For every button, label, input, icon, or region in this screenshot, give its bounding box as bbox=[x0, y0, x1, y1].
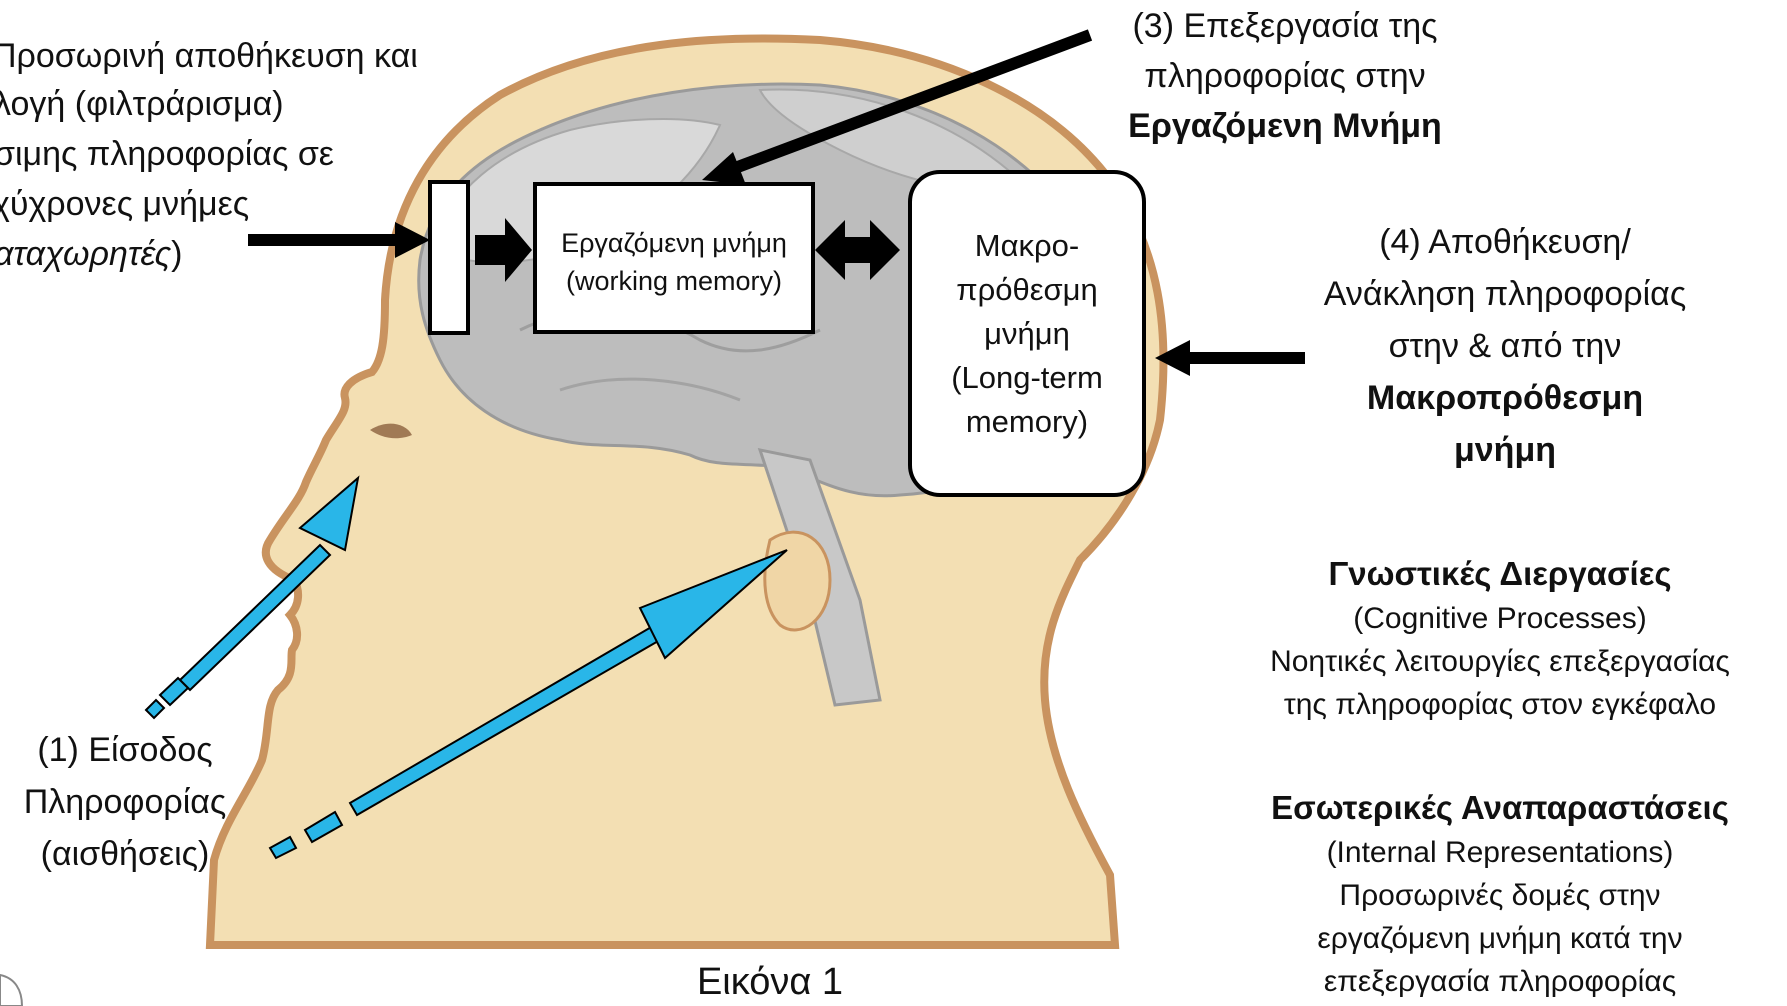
sensory-line-2: λογή (φιλτράρισμα) bbox=[0, 82, 284, 126]
sensory-line-1: Προσωρινή αποθήκευση και bbox=[0, 34, 418, 78]
step3-line-2: πληροφορίας στην bbox=[1095, 54, 1475, 98]
step1-line-3: (αισθήσεις) bbox=[0, 832, 250, 876]
sensory-line-4: χύχρονες μνήμες bbox=[0, 182, 249, 226]
sensory-line-3: σιμης πληροφορίας σε bbox=[0, 132, 334, 176]
internal-subtitle: (Internal Representations) bbox=[1220, 831, 1780, 874]
cognitive-desc-1: Νοητικές λειτουργίες επεξεργασίας bbox=[1220, 640, 1780, 683]
working-memory-label-1: Εργαζόμενη μνήμη bbox=[537, 228, 811, 259]
cognitive-subtitle: (Cognitive Processes) bbox=[1220, 597, 1780, 640]
step4-line-1: (4) Αποθήκευση/ bbox=[1285, 220, 1725, 264]
working-memory-box: Εργαζόμενη μνήμη (working memory) bbox=[533, 182, 815, 334]
step4-line-3: στην & από την bbox=[1285, 324, 1725, 368]
step4-line-5: μνήμη bbox=[1285, 428, 1725, 472]
step1-line-2: Πληροφορίας bbox=[0, 780, 250, 824]
sensory-line-5-tail: ) bbox=[171, 235, 182, 273]
step3-line-3: Εργαζόμενη Μνήμη bbox=[1095, 104, 1475, 148]
step4-block: (4) Αποθήκευση/ Ανάκληση πληροφορίας στη… bbox=[1285, 220, 1725, 472]
internal-desc-2: εργαζόμενη μνήμη κατά την bbox=[1220, 917, 1780, 960]
internal-title: Εσωτερικές Αναπαραστάσεις bbox=[1220, 786, 1780, 829]
cognitive-title: Γνωστικές Διεργασίες bbox=[1220, 552, 1780, 595]
step1-block: (1) Είσοδος Πληροφορίας (αισθήσεις) bbox=[0, 728, 250, 876]
long-term-label-1: Μακρο- bbox=[912, 228, 1142, 264]
step1-line-1: (1) Είσοδος bbox=[0, 728, 250, 772]
step4-line-4: Μακροπρόθεσμη bbox=[1285, 376, 1725, 420]
cognitive-desc-2: της πληροφορίας στον εγκέφαλο bbox=[1220, 683, 1780, 726]
long-term-memory-box: Μακρο- πρόθεσμη μνήμη (Long-term memory) bbox=[908, 170, 1146, 497]
logo-fragment bbox=[0, 975, 22, 1006]
sensory-line-5-italic: αταχωρητές bbox=[0, 235, 171, 273]
step3-block: (3) Επεξεργασία της πληροφορίας στην Εργ… bbox=[1095, 4, 1475, 148]
sensory-register-box bbox=[428, 180, 470, 335]
step4-line-2: Ανάκληση πληροφορίας bbox=[1285, 272, 1725, 316]
sensory-line-5: αταχωρητές) bbox=[0, 232, 182, 276]
figure-caption: Εικόνα 1 bbox=[620, 960, 920, 1004]
step3-line-1: (3) Επεξεργασία της bbox=[1095, 4, 1475, 48]
long-term-label-5: memory) bbox=[912, 404, 1142, 440]
internal-block: Εσωτερικές Αναπαραστάσεις (Internal Repr… bbox=[1220, 786, 1780, 1003]
long-term-label-3: μνήμη bbox=[912, 316, 1142, 352]
cognitive-block: Γνωστικές Διεργασίες (Cognitive Processe… bbox=[1220, 552, 1780, 726]
long-term-label-4: (Long-term bbox=[912, 360, 1142, 396]
long-term-label-2: πρόθεσμη bbox=[912, 272, 1142, 308]
internal-desc-1: Προσωρινές δομές στην bbox=[1220, 874, 1780, 917]
working-memory-label-2: (working memory) bbox=[537, 266, 811, 297]
ear bbox=[765, 532, 830, 630]
internal-desc-3: επεξεργασία πληροφορίας bbox=[1220, 960, 1780, 1003]
